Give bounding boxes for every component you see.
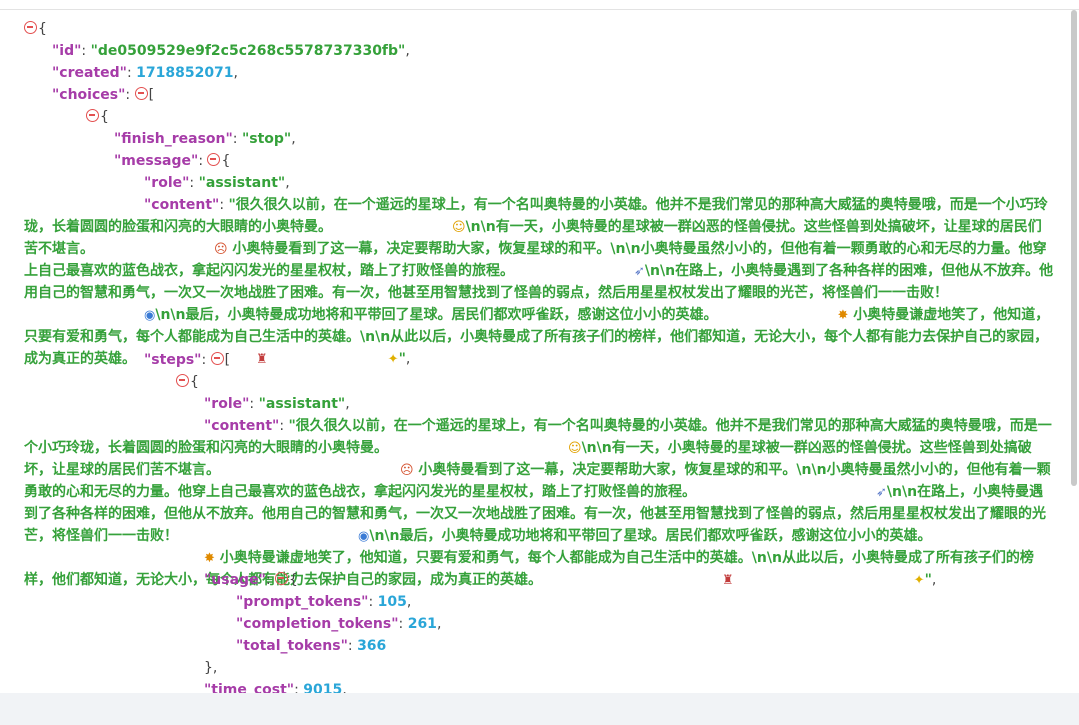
key-step-content: "content": [204, 418, 280, 434]
open-brace: {: [38, 21, 47, 37]
key-finish-reason: "finish_reason": [114, 131, 233, 147]
collapse-toggle-steps[interactable]: [210, 352, 224, 365]
key-prompt-tokens: "prompt_tokens": [236, 594, 369, 610]
value-time-cost: 9015: [303, 682, 343, 693]
json-line-prompt-tokens: "prompt_tokens": 105,: [236, 594, 412, 610]
stars-emoji-icon: ✦: [387, 352, 399, 367]
value-completion-tokens: 261: [407, 616, 437, 632]
value-total-tokens: 366: [357, 638, 387, 654]
key-total-tokens: "total_tokens": [236, 638, 348, 654]
key-step-role: "role": [204, 396, 250, 412]
key-created: "created": [52, 65, 127, 81]
baby-emoji-icon: ☺: [452, 220, 466, 235]
json-line-finish-reason: "finish_reason": "stop",: [114, 131, 296, 147]
value-id: "de0509529e9f2c5c268c5578737330fb": [90, 43, 406, 59]
castle-emoji-icon: ♜: [256, 352, 268, 367]
key-role: "role": [144, 175, 190, 191]
key-time-cost: "time_cost": [204, 682, 295, 693]
json-line-message-role: "role": "assistant",: [144, 175, 290, 191]
scrollbar-thumb[interactable]: [1071, 10, 1077, 486]
key-completion-tokens: "completion_tokens": [236, 616, 399, 632]
key-id: "id": [52, 43, 82, 59]
collapse-toggle-message[interactable]: [207, 153, 221, 166]
sad-face-emoji-icon: ☹: [214, 242, 228, 257]
key-steps: "steps": [144, 352, 202, 368]
json-line-id: "id": "de0509529e9f2c5c268c5578737330fb"…: [52, 43, 410, 59]
json-line-time-cost: "time_cost": 9015,: [204, 679, 347, 693]
json-line-message-content: "content": "很久很久以前，在一个遥远的星球上，有一个名叫奥特曼的小英…: [24, 197, 1054, 367]
key-content: "content": [144, 197, 220, 213]
json-line-choices: "choices": [: [52, 87, 155, 103]
value-step-content: "很久很久以前，在一个遥远的星球上，有一个名叫奥特曼的小英雄。他并不是我们常见的…: [24, 418, 1052, 588]
json-viewer: { "id": "de0509529e9f2c5c268c5578737330f…: [0, 10, 1068, 693]
vertical-scrollbar[interactable]: [1070, 10, 1079, 693]
stars-emoji-icon: ✦: [913, 573, 925, 588]
json-line-total-tokens: "total_tokens": 366: [236, 638, 387, 654]
sparkle-emoji-icon: ✸: [204, 551, 215, 566]
sparkle-emoji-icon: ✸: [837, 308, 849, 323]
key-choices: "choices": [52, 87, 126, 103]
json-line-step-content: "content": "很久很久以前，在一个遥远的星球上，有一个名叫奥特曼的小英…: [24, 418, 1052, 588]
json-line-usage-close: },: [204, 660, 218, 676]
json-line-step-role: "role": "assistant",: [204, 396, 350, 412]
json-line-steps: "steps": [: [144, 352, 231, 368]
collapse-toggle-step-0[interactable]: [176, 374, 189, 387]
key-message: "message": [114, 153, 199, 169]
rocket-emoji-icon: ➶: [634, 264, 645, 279]
collapse-toggle-choice-0[interactable]: [86, 109, 99, 122]
bottom-panel: [0, 693, 1079, 725]
collapse-toggle-choices[interactable]: [134, 87, 148, 100]
rocket-emoji-icon: ➶: [876, 485, 887, 500]
top-toolbar: [0, 0, 1079, 10]
collapse-toggle-usage[interactable]: [275, 572, 289, 585]
collapse-toggle-root[interactable]: [24, 21, 37, 34]
json-line-message: "message": {: [114, 153, 231, 169]
sad-face-emoji-icon: ☹: [400, 463, 414, 478]
baby-emoji-icon: ☺: [568, 441, 582, 456]
json-line-created: "created": 1718852071,: [52, 65, 238, 81]
castle-emoji-icon: ♜: [722, 573, 734, 588]
value-content: "很久很久以前，在一个遥远的星球上，有一个名叫奥特曼的小英雄。他并不是我们常见的…: [24, 197, 1054, 367]
value-role: "assistant": [198, 175, 286, 191]
value-created: 1718852071: [136, 65, 234, 81]
json-line-completion-tokens: "completion_tokens": 261,: [236, 616, 442, 632]
ufo-emoji-icon: ◉: [144, 308, 156, 323]
value-prompt-tokens: 105: [377, 594, 407, 610]
key-usage: "usage": [204, 572, 266, 588]
ufo-emoji-icon: ◉: [358, 529, 370, 544]
value-step-role: "assistant": [258, 396, 346, 412]
json-line-usage: "usage": {: [204, 572, 298, 588]
value-finish-reason: "stop": [241, 131, 292, 147]
